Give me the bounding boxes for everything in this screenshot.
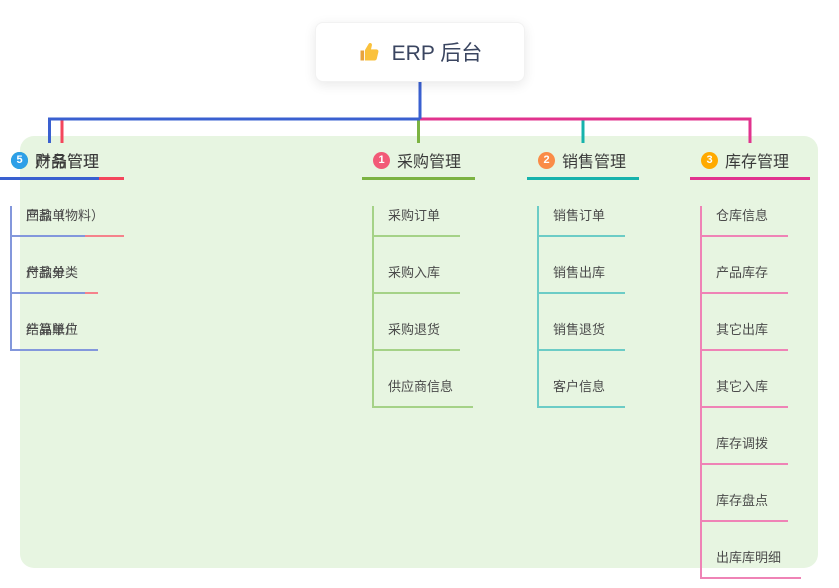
tree-item[interactable]: 出库库明细 [702,548,802,579]
tree-item-label: 客户信息 [553,379,606,394]
branch-header[interactable]: 3 库存管理 [690,148,810,180]
tree-item[interactable]: 付款单 [12,263,86,294]
tree-item-label: 供应商信息 [388,379,454,394]
tree-item-label: 其它入库 [716,379,769,394]
connector-branch-5 [48,117,420,143]
branch-number-badge: 3 [701,151,718,169]
tree-item-label: 产品（物料） [26,208,105,223]
tree-item-label: 产品库存 [716,265,769,280]
tree-item[interactable]: 采购订单 [374,206,461,237]
tree-item-label: 库存盘点 [716,493,769,508]
tree-item[interactable]: 其它出库 [702,320,789,351]
tree-item[interactable]: 采购入库 [374,263,461,294]
connector-branch-4 [60,117,420,143]
tree-item-label: 销售出库 [553,265,606,280]
tree-item-label: 回款单 [26,208,66,223]
connector-branch-2 [420,117,585,143]
branch-items: 仓库信息产品库存其它出库其它入库库存调拨库存盘点出库库明细 [700,206,810,579]
branch-label: 采购管理 [397,154,462,171]
tree-item-label: 销售订单 [553,208,606,223]
tree-item-label: 结算账户 [26,322,79,337]
branch-items: 采购订单采购入库采购退货供应商信息 [372,206,475,408]
tree-item-label: 仓库信息 [716,208,769,223]
branches-panel [20,136,818,568]
tree-item-label: 库存调拨 [716,436,769,451]
thumbs-up-icon [358,40,382,64]
branch-header[interactable]: 1 采购管理 [362,148,475,180]
tree-item-label: 采购入库 [388,265,441,280]
branch-3: 3 库存管理 仓库信息产品库存其它出库其它入库库存调拨库存盘点出库库明细 [690,148,810,579]
tree-item[interactable]: 销售退货 [539,320,626,351]
tree-item[interactable]: 产品库存 [702,263,789,294]
tree-item-label: 产品单位 [26,322,79,337]
branch-header[interactable]: 5 财务管理 [0,148,100,180]
tree-item-label: 付款单 [26,265,66,280]
tree-item-label: 采购订单 [388,208,441,223]
connector-branch-3 [420,117,752,143]
branch-label: 库存管理 [725,154,790,171]
branch-items: 销售订单销售出库销售退货客户信息 [537,206,639,408]
tree-item[interactable]: 结算账户 [12,320,99,351]
branch-header[interactable]: 2 销售管理 [527,148,639,180]
tree-item-label: 其它出库 [716,322,769,337]
tree-item[interactable]: 销售出库 [539,263,626,294]
branch-number-badge: 2 [538,151,555,169]
branch-1: 1 采购管理 采购订单采购入库采购退货供应商信息 [362,148,475,408]
tree-item[interactable]: 库存调拨 [702,434,789,465]
branch-number-badge: 1 [373,151,390,169]
branch-number-badge: 5 [11,151,28,169]
tree-item[interactable]: 其它入库 [702,377,789,408]
branch-label: 销售管理 [562,154,627,171]
tree-item-label: 产品分类 [26,265,79,280]
root-node[interactable]: ERP 后台 [315,22,525,82]
connector-branch-1 [417,117,420,143]
branch-2: 2 销售管理 销售订单销售出库销售退货客户信息 [527,148,639,408]
tree-item-label: 采购退货 [388,322,441,337]
root-title: ERP 后台 [391,42,483,65]
tree-item[interactable]: 采购退货 [374,320,461,351]
tree-item[interactable]: 库存盘点 [702,491,789,522]
branch-items: 回款单付款单结算账户 [10,206,99,351]
branch-5: 5 财务管理 回款单付款单结算账户 [0,148,100,351]
branch-label: 财务管理 [35,154,100,171]
branch-label: 产品管理 [35,154,100,171]
tree-item[interactable]: 回款单 [12,206,86,237]
tree-item[interactable]: 仓库信息 [702,206,789,237]
tree-item-label: 出库库明细 [716,550,782,565]
tree-item[interactable]: 销售订单 [539,206,626,237]
tree-item[interactable]: 客户信息 [539,377,626,408]
tree-item-label: 销售退货 [553,322,606,337]
tree-item[interactable]: 供应商信息 [374,377,474,408]
